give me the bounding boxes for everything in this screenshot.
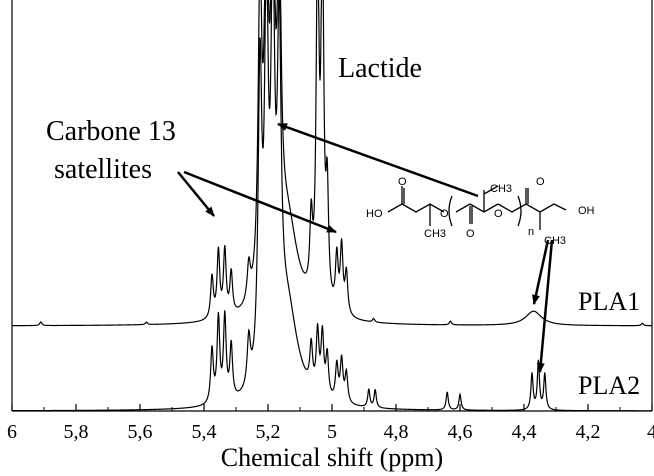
structure-label-o-ester-1: O: [440, 208, 449, 220]
structure-label-ch3-2: CH3: [490, 183, 512, 195]
x-tick-label-1: 5,8: [64, 421, 89, 443]
structure-bonds: [387, 185, 567, 230]
structure-label-o-carbonyl-2: O: [466, 228, 475, 240]
structure-label-o-ester-2: O: [494, 208, 503, 220]
x-tick-label-3: 5,4: [192, 421, 217, 443]
x-tick-label-5: 5: [327, 421, 337, 443]
arrow-c13-left: [177, 171, 215, 217]
series-label-pla1: PLA1: [578, 287, 640, 316]
x-tick-label-9: 4,2: [576, 421, 601, 443]
x-tick-label-8: 4,4: [512, 421, 537, 443]
arrow-to-pla1-methine: [532, 239, 550, 305]
x-tick-label-7: 4,6: [448, 421, 473, 443]
structure-label-n: n: [528, 226, 534, 238]
x-tick-label-6: 4,8: [384, 421, 409, 443]
annotation-c13-line2: satellites: [54, 154, 152, 185]
x-tick-label-0: 6: [7, 421, 17, 443]
annotation-lactide: Lactide: [338, 53, 422, 84]
structure-label-ch3-3: CH3: [544, 235, 566, 247]
x-tick-label-2: 5,6: [128, 421, 153, 443]
arrow-to-pla2-methine: [536, 239, 554, 373]
x-tick-label-4: 5,2: [256, 421, 281, 443]
annotation-c13-line1: Carbone 13: [46, 116, 176, 147]
pla-structure: HO O O CH3 O CH3 O n O CH3 OH: [366, 176, 595, 247]
annotation-arrows: [177, 122, 554, 373]
structure-label-ch3-1: CH3: [424, 228, 446, 240]
structure-label-oh: OH: [578, 205, 595, 217]
series-line-pla2: [12, 0, 652, 412]
x-axis-title: Chemical shift (ppm): [221, 443, 443, 472]
structure-label-o-carbonyl-1: O: [398, 176, 407, 188]
structure-label-o-carbonyl-3: O: [536, 176, 545, 188]
arrow-c13-right: [183, 170, 337, 234]
arrow-to-lactide-region: [277, 122, 479, 198]
x-tick-labels: 6 5,8 5,6 5,4 5,2 5 4,8 4,6 4,4 4,2 4: [7, 421, 654, 443]
x-tick-label-10: 4: [647, 421, 654, 443]
series-label-pla2: PLA2: [578, 371, 640, 400]
structure-label-ho: HO: [366, 208, 383, 220]
